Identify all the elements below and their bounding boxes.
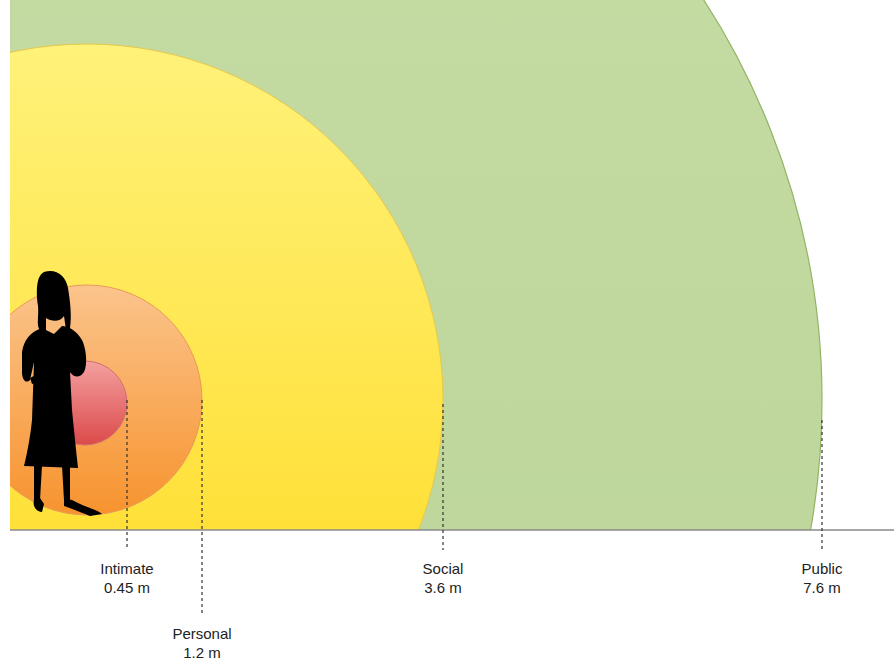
- ground-line: [10, 529, 894, 531]
- zone-name: Intimate: [100, 559, 153, 578]
- zone-name: Personal: [172, 624, 231, 643]
- public-zone: [10, 0, 822, 530]
- zone-distance: 1.2 m: [183, 643, 221, 662]
- woman-silhouette: [22, 271, 102, 516]
- zone-distance: 7.6 m: [803, 578, 841, 597]
- social-zone: [10, 44, 443, 530]
- zone-distance: 0.45 m: [104, 578, 150, 597]
- leader-lines: [127, 400, 822, 616]
- zone-name: Social: [423, 559, 464, 578]
- zone-name: Public: [802, 559, 843, 578]
- zone-distance: 3.6 m: [424, 578, 462, 597]
